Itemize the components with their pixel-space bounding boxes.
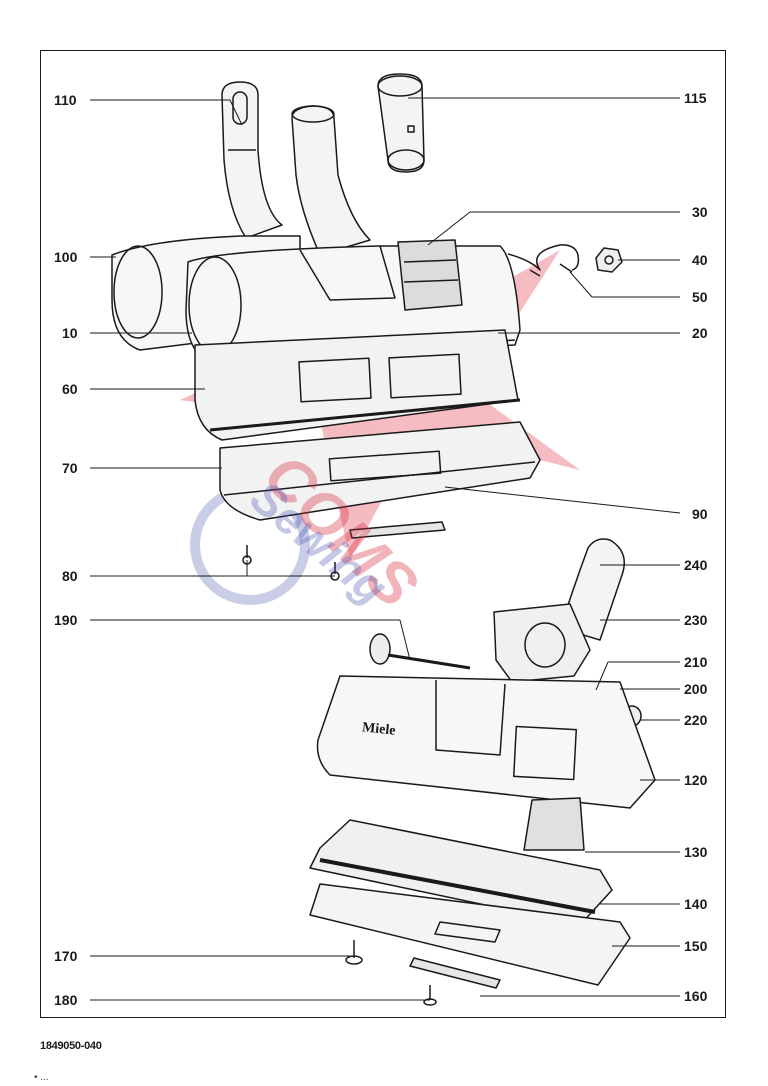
part-60-frame [194, 329, 521, 441]
part-neck [291, 105, 371, 256]
part-170-screw [345, 940, 363, 965]
label-120: 120 [684, 772, 708, 788]
part-190-axle [369, 633, 471, 670]
part-30-filter [397, 239, 463, 311]
label-140: 140 [684, 896, 708, 912]
label-180: 180 [54, 992, 78, 1008]
label-40: 40 [692, 252, 708, 268]
part-150-sole-plate [309, 883, 631, 986]
label-210: 210 [684, 654, 708, 670]
label-70: 70 [62, 460, 78, 476]
label-220: 220 [684, 712, 708, 728]
document-number: 1849050-040 [40, 1040, 102, 1052]
label-190: 190 [54, 612, 78, 628]
label-100: 100 [54, 249, 78, 265]
part-70-bottom-plate [219, 421, 541, 521]
part-180-screw [423, 985, 437, 1006]
label-30: 30 [692, 204, 708, 220]
label-50: 50 [692, 289, 708, 305]
part-230-swivel-joint [493, 603, 591, 683]
label-130: 130 [684, 844, 708, 860]
part-160-strip [409, 957, 501, 989]
label-90: 90 [692, 506, 708, 522]
label-150: 150 [684, 938, 708, 954]
label-115: 115 [684, 90, 707, 106]
part-115-tube [377, 73, 425, 173]
diagram-frame [40, 50, 726, 1018]
part-50-spring-clip [507, 244, 580, 277]
label-10: 10 [62, 325, 78, 341]
part-90-strip [349, 521, 446, 539]
label-110: 110 [54, 92, 77, 108]
label-230: 230 [684, 612, 708, 628]
part-110-hose-connector [221, 81, 283, 239]
part-40-nut [595, 247, 623, 273]
label-170: 170 [54, 948, 78, 964]
label-160: 160 [684, 988, 708, 1004]
part-240-swivel-tube [559, 538, 625, 641]
label-20: 20 [692, 325, 708, 341]
bottom-fragment-text: • ... [34, 1072, 49, 1083]
leader-lines [90, 97, 681, 1001]
brand-text-on-cover: Miele [361, 720, 397, 739]
label-80: 80 [62, 568, 78, 584]
part-120-cover [316, 675, 656, 809]
label-240: 240 [684, 557, 708, 573]
part-130-latch [523, 797, 585, 851]
label-60: 60 [62, 381, 78, 397]
label-200: 200 [684, 681, 708, 697]
